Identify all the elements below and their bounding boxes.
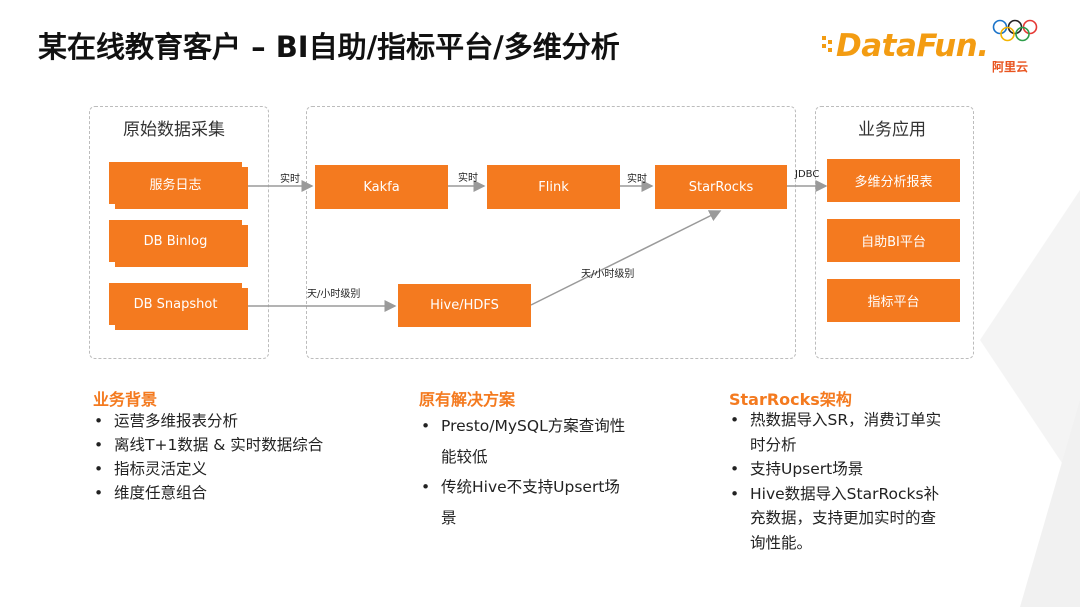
background-decoration — [980, 190, 1080, 607]
node-bi: 自助BI平台 — [827, 219, 960, 262]
list-item: 离线T+1数据 & 实时数据综合 — [92, 433, 324, 457]
section-title-background: 业务背景 — [93, 390, 158, 409]
processing-group — [306, 106, 796, 359]
edge-label-batch-1: 天/小时级别 — [307, 289, 361, 300]
background-list: 运营多维报表分析 离线T+1数据 & 实时数据综合 指标灵活定义 维度任意组合 — [92, 409, 324, 505]
list-item: 运营多维报表分析 — [92, 409, 324, 433]
logo-brand: DataFun. — [836, 28, 989, 64]
node-service-log: 服务日志 — [109, 162, 242, 204]
node-db-binlog: DB Binlog — [109, 220, 242, 262]
original-list: Presto/MySQL方案查询性能较低 传统Hive不支持Upsert场景 — [419, 411, 627, 533]
edge-label-jdbc: JDBC — [795, 169, 820, 180]
logo-stripes-icon — [822, 36, 832, 52]
node-starrocks: StarRocks — [655, 165, 787, 209]
node-kafka: Kakfa — [315, 165, 448, 209]
edge-hive-starrocks — [530, 210, 722, 306]
olympic-rings-icon — [992, 19, 1038, 42]
source-group-title: 原始数据采集 — [123, 120, 225, 140]
source-group — [89, 106, 269, 359]
edge-label-batch-2: 天/小时级别 — [581, 269, 635, 280]
section-title-starrocks: StarRocks架构 — [729, 390, 852, 409]
list-item: 传统Hive不支持Upsert场景 — [419, 472, 627, 533]
node-metrics: 指标平台 — [827, 279, 960, 322]
node-db-snapshot: DB Snapshot — [109, 283, 242, 325]
page-title: 某在线教育客户 – BI自助/指标平台/多维分析 — [38, 30, 620, 64]
edge-label-realtime-2: 实时 — [458, 173, 478, 184]
list-item: 维度任意组合 — [92, 481, 324, 505]
datafun-logo: DataFun. 阿里云 — [822, 16, 1052, 76]
edge-label-realtime-3: 实时 — [627, 174, 647, 185]
section-title-original: 原有解决方案 — [419, 390, 516, 409]
logo-partner: 阿里云 — [992, 60, 1029, 74]
node-flink: Flink — [487, 165, 620, 209]
starrocks-list: 热数据导入SR，消费订单实时分析 支持Upsert场景 Hive数据导入Star… — [728, 408, 942, 555]
list-item: 支持Upsert场景 — [728, 457, 942, 482]
node-hive: Hive/HDFS — [398, 284, 531, 327]
list-item: 热数据导入SR，消费订单实时分析 — [728, 408, 942, 457]
list-item: Hive数据导入StarRocks补充数据，支持更加实时的查询性能。 — [728, 482, 942, 556]
node-report: 多维分析报表 — [827, 159, 960, 202]
list-item: 指标灵活定义 — [92, 457, 324, 481]
edge-label-realtime-1: 实时 — [280, 174, 300, 185]
app-group-title: 业务应用 — [858, 120, 926, 140]
list-item: Presto/MySQL方案查询性能较低 — [419, 411, 627, 472]
app-group — [815, 106, 974, 359]
